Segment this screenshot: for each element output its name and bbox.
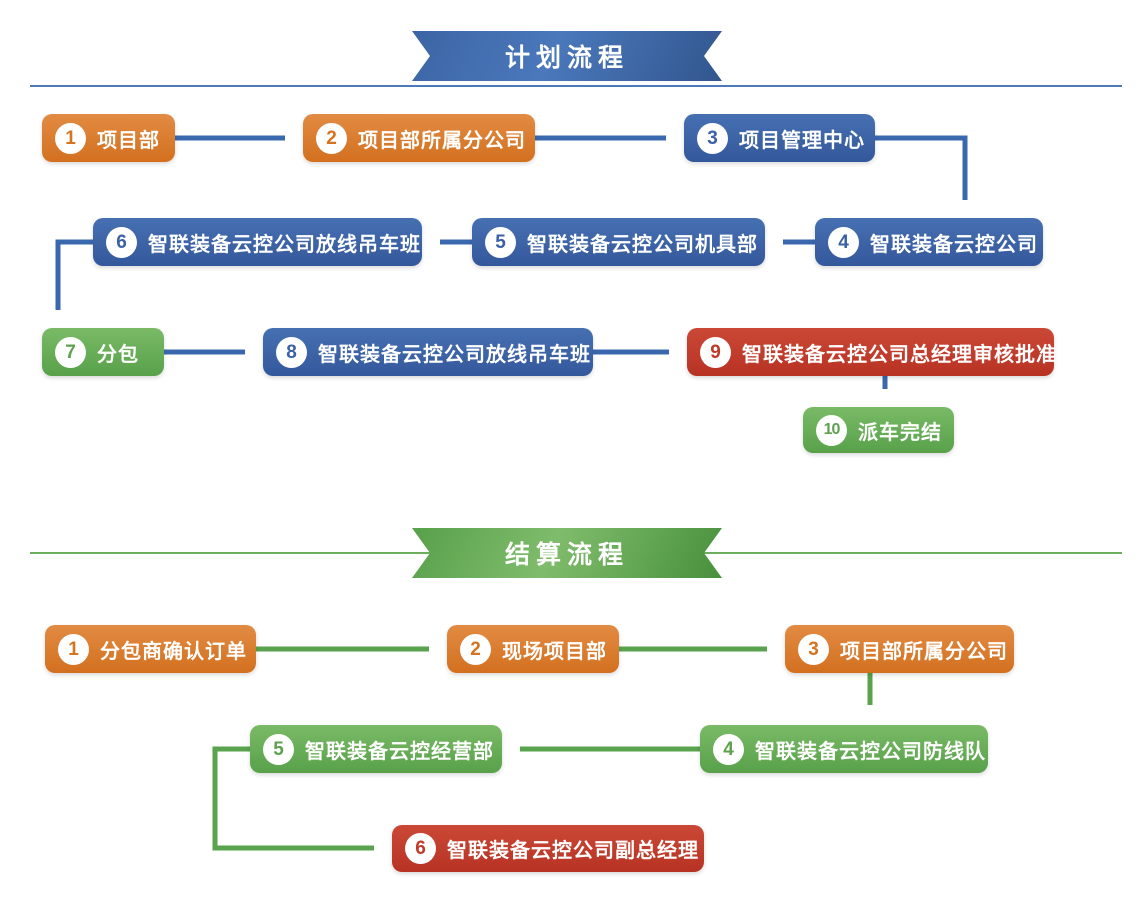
settlement-node-6-label: 智联装备云控公司副总经理 [447, 840, 699, 862]
plan-node-3-number: 3 [697, 122, 728, 154]
arrow-plan-3-4 [875, 135, 968, 200]
plan-node-6-label: 智联装备云控公司放线吊车班 [148, 233, 421, 256]
settlement-node-5-number: 5 [263, 733, 294, 765]
plan-node-6: 6 智联装备云控公司放线吊车班 [93, 218, 422, 266]
plan-node-7-number: 7 [55, 336, 86, 368]
plan-node-4: 4 智联装备云控公司 [815, 218, 1043, 266]
settlement-node-1-label: 分包商确认订单 [100, 640, 247, 663]
plan-node-7: 7 分包 [42, 328, 164, 376]
plan-node-5: 5 智联装备云控公司机具部 [472, 218, 765, 266]
plan-section-divider [30, 85, 1122, 87]
settlement-node-4-number: 4 [713, 733, 744, 765]
plan-node-3-label: 项目管理中心 [739, 129, 865, 152]
plan-node-5-label: 智联装备云控公司机具部 [527, 233, 758, 256]
arrow-settle-5-6 [212, 746, 374, 851]
settlement-node-5: 5 智联装备云控经营部 [250, 725, 502, 773]
plan-node-1-label: 项目部 [97, 129, 160, 152]
plan-node-2: 2 项目部所属分公司 [303, 114, 535, 162]
plan-node-1: 1 项目部 [42, 114, 175, 162]
settlement-node-3-label: 项目部所属分公司 [840, 640, 1008, 663]
plan-node-8-label: 智联装备云控公司放线吊车班 [318, 343, 591, 366]
plan-section-title: 计划流程 [504, 44, 629, 72]
plan-node-10: 10 派车完结 [803, 407, 954, 453]
settlement-node-3: 3 项目部所属分公司 [785, 625, 1014, 673]
plan-node-5-number: 5 [485, 226, 516, 258]
plan-node-4-number: 4 [828, 226, 859, 258]
plan-node-7-label: 分包 [97, 343, 139, 366]
plan-node-1-number: 1 [55, 122, 86, 154]
settlement-node-3-number: 3 [798, 633, 829, 665]
plan-node-6-number: 6 [106, 226, 137, 258]
plan-connectors [55, 135, 968, 389]
plan-node-4-label: 智联装备云控公司 [870, 233, 1038, 256]
plan-node-8: 8 智联装备云控公司放线吊车班 [263, 328, 593, 376]
plan-node-3: 3 项目管理中心 [684, 114, 875, 162]
settlement-node-1-number: 1 [58, 633, 89, 665]
settlement-node-1: 1 分包商确认订单 [45, 625, 256, 673]
plan-node-8-number: 8 [276, 336, 307, 368]
plan-node-9-label: 智联装备云控公司总经理审核批准 [742, 343, 1057, 366]
settlement-node-5-label: 智联装备云控经营部 [305, 740, 494, 763]
settlement-node-6: 6 智联装备云控公司副总经理 [392, 825, 704, 872]
plan-node-10-label: 派车完结 [858, 421, 942, 444]
plan-node-10-number: 10 [816, 414, 847, 446]
arrow-plan-6-7 [55, 239, 93, 310]
settlement-node-2-label: 现场项目部 [502, 640, 607, 663]
settlement-node-2: 2 现场项目部 [447, 625, 619, 673]
settlement-section-ribbon: 结算流程 [412, 528, 722, 578]
settlement-section-title: 结算流程 [504, 541, 629, 569]
settlement-node-4: 4 智联装备云控公司防线队 [700, 725, 988, 773]
settlement-node-6-number: 6 [405, 833, 436, 864]
settlement-connectors [212, 646, 873, 851]
plan-node-2-number: 2 [316, 122, 347, 154]
plan-section-ribbon: 计划流程 [412, 31, 722, 81]
settlement-node-4-label: 智联装备云控公司防线队 [755, 740, 986, 763]
settlement-node-2-number: 2 [460, 633, 491, 665]
plan-node-9: 9 智联装备云控公司总经理审核批准 [687, 328, 1057, 376]
plan-node-9-number: 9 [700, 336, 731, 368]
plan-node-2-label: 项目部所属分公司 [358, 129, 526, 152]
